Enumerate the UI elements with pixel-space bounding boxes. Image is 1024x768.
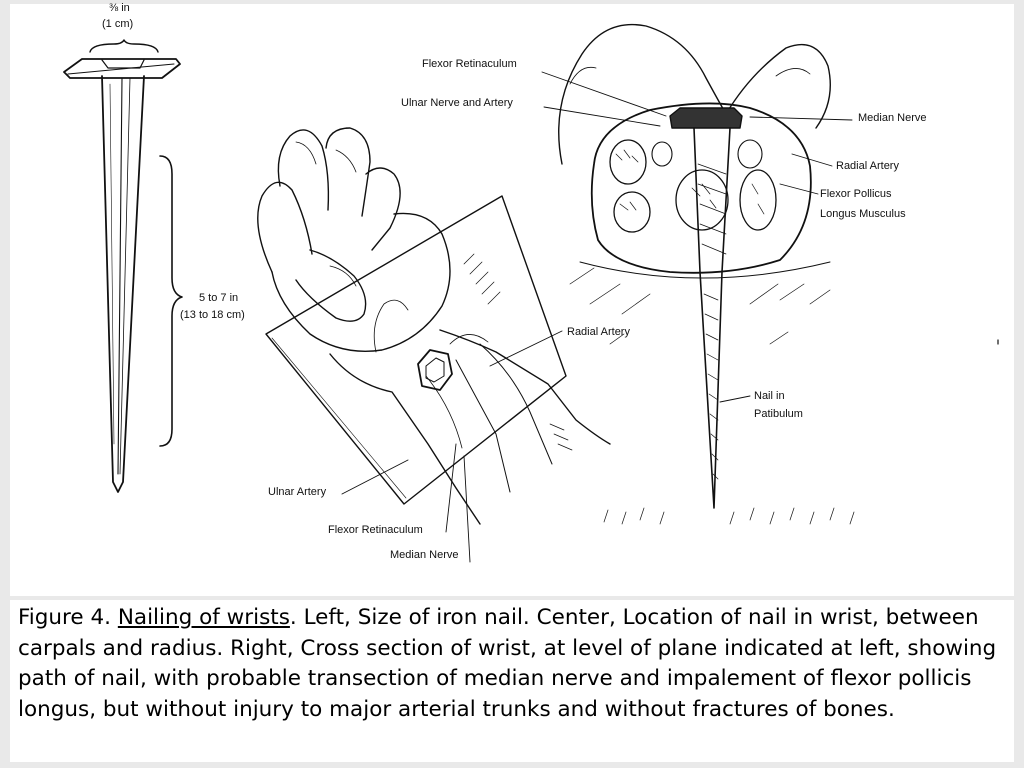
- nail-head-size-label: ⅜ in: [109, 2, 130, 14]
- caption-prefix: Figure 4.: [18, 605, 118, 630]
- caption-title: Nailing of wrists: [117, 605, 290, 630]
- caption-body: . Left, Size of iron nail. Center, Locat…: [18, 605, 997, 722]
- label-flexor-retinaculum-top: Flexor Retinaculum: [422, 58, 517, 70]
- nail-length-metric-label: (13 to 18 cm): [180, 309, 245, 321]
- label-flexor-pollicus-line1: Flexor Pollicus: [820, 188, 892, 200]
- figure-panel: ⅜ in (1 cm) 5 to 7 in (13 to 18 cm) Flex…: [10, 2, 1014, 596]
- label-flexor-retinaculum-bottom: Flexor Retinaculum: [328, 524, 423, 536]
- caption-panel: Figure 4. Nailing of wrists. Left, Size …: [10, 600, 1014, 762]
- nail-length-label: 5 to 7 in: [199, 292, 239, 304]
- figure-caption: Figure 4. Nailing of wrists. Left, Size …: [18, 603, 1008, 725]
- illustration: [63, 23, 999, 563]
- label-median-nerve-right: Median Nerve: [858, 112, 927, 124]
- label-nail-in-line2: Patibulum: [754, 408, 803, 420]
- label-radial-artery-right: Radial Artery: [836, 160, 899, 172]
- label-flexor-pollicus-line2: Longus Musculus: [820, 208, 906, 220]
- label-nail-in-line1: Nail in: [754, 390, 785, 402]
- iron-nail-drawing: [63, 39, 183, 493]
- nail-head-size-metric-label: (1 cm): [102, 18, 134, 30]
- label-ulnar-nerve-artery: Ulnar Nerve and Artery: [401, 97, 513, 109]
- label-radial-artery-center: Radial Artery: [567, 326, 630, 338]
- leader-lines: [341, 71, 853, 563]
- hand-plane-drawing: [257, 127, 611, 525]
- label-median-nerve-bottom: Median Nerve: [390, 549, 459, 561]
- label-ulnar-artery: Ulnar Artery: [268, 486, 327, 498]
- cross-section-drawing: [558, 23, 999, 525]
